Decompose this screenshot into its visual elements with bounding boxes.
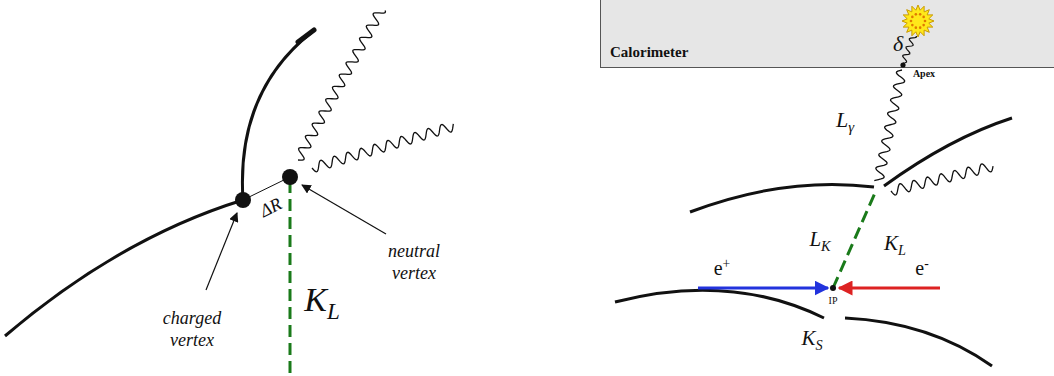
particle-label: KS xyxy=(801,326,822,351)
shower-dot xyxy=(919,26,922,29)
band-title: Calorimeter xyxy=(610,44,688,61)
pointer-arrow xyxy=(302,185,386,234)
calorimeter-band: Calorimeter xyxy=(600,0,1054,68)
length-label: Lγ xyxy=(836,107,854,133)
vertex-dot xyxy=(235,192,251,208)
charged-track xyxy=(690,184,874,212)
shower-dot xyxy=(922,24,925,27)
positron-beam xyxy=(698,287,828,290)
label-subscript: γ xyxy=(848,119,854,135)
label-main: L xyxy=(809,227,821,251)
kaon-path xyxy=(289,181,292,376)
photon-line xyxy=(298,10,385,160)
apex-label: Apex xyxy=(913,68,935,80)
electron-beam xyxy=(839,287,940,290)
photon-line xyxy=(874,70,904,181)
interaction-point xyxy=(830,285,836,291)
label-main: e xyxy=(915,257,924,279)
apex-dot xyxy=(900,62,905,67)
kaon-path xyxy=(833,193,875,288)
shower-dot xyxy=(911,16,914,19)
label-main: K xyxy=(884,231,898,255)
photon-line xyxy=(312,124,453,172)
ip-label: IP xyxy=(829,295,838,307)
beam-label: e- xyxy=(915,256,928,280)
shower-dot xyxy=(911,24,914,27)
shower-dot xyxy=(924,20,927,23)
pointer-arrow xyxy=(206,213,237,290)
label-main: e xyxy=(714,257,723,279)
particle-label: KL xyxy=(884,231,906,256)
charged-track xyxy=(615,290,824,318)
beam-label: e+ xyxy=(714,256,731,280)
label-subscript: L xyxy=(327,298,340,324)
vertex-label: charged vertex xyxy=(151,308,233,351)
charged-track xyxy=(845,318,992,366)
track-end xyxy=(298,30,314,42)
photon-line xyxy=(891,164,993,195)
shower-dot xyxy=(915,13,918,16)
particle-label: KL xyxy=(304,280,340,321)
label-subscript: S xyxy=(815,337,822,353)
shower-dot xyxy=(910,20,913,23)
label-main: K xyxy=(801,326,815,350)
shower-dot xyxy=(919,13,922,16)
label-subscript: L xyxy=(898,242,906,258)
label-subscript: K xyxy=(821,238,831,254)
distance-label: ΔR xyxy=(256,193,285,222)
label-main: K xyxy=(304,281,327,318)
label-main: L xyxy=(836,107,848,132)
distance-label: δ xyxy=(893,31,903,57)
shower-star xyxy=(902,5,934,37)
vertex-dot xyxy=(282,169,298,185)
label-superscript: + xyxy=(723,256,731,271)
vertex-label: neutral vertex xyxy=(373,241,455,284)
label-superscript: - xyxy=(924,256,929,271)
charged-track xyxy=(242,32,312,200)
length-label: LK xyxy=(809,227,830,252)
charged-track xyxy=(884,118,1012,186)
shower-dot xyxy=(915,26,918,29)
shower-dot xyxy=(922,16,925,19)
photon-line xyxy=(903,36,917,63)
